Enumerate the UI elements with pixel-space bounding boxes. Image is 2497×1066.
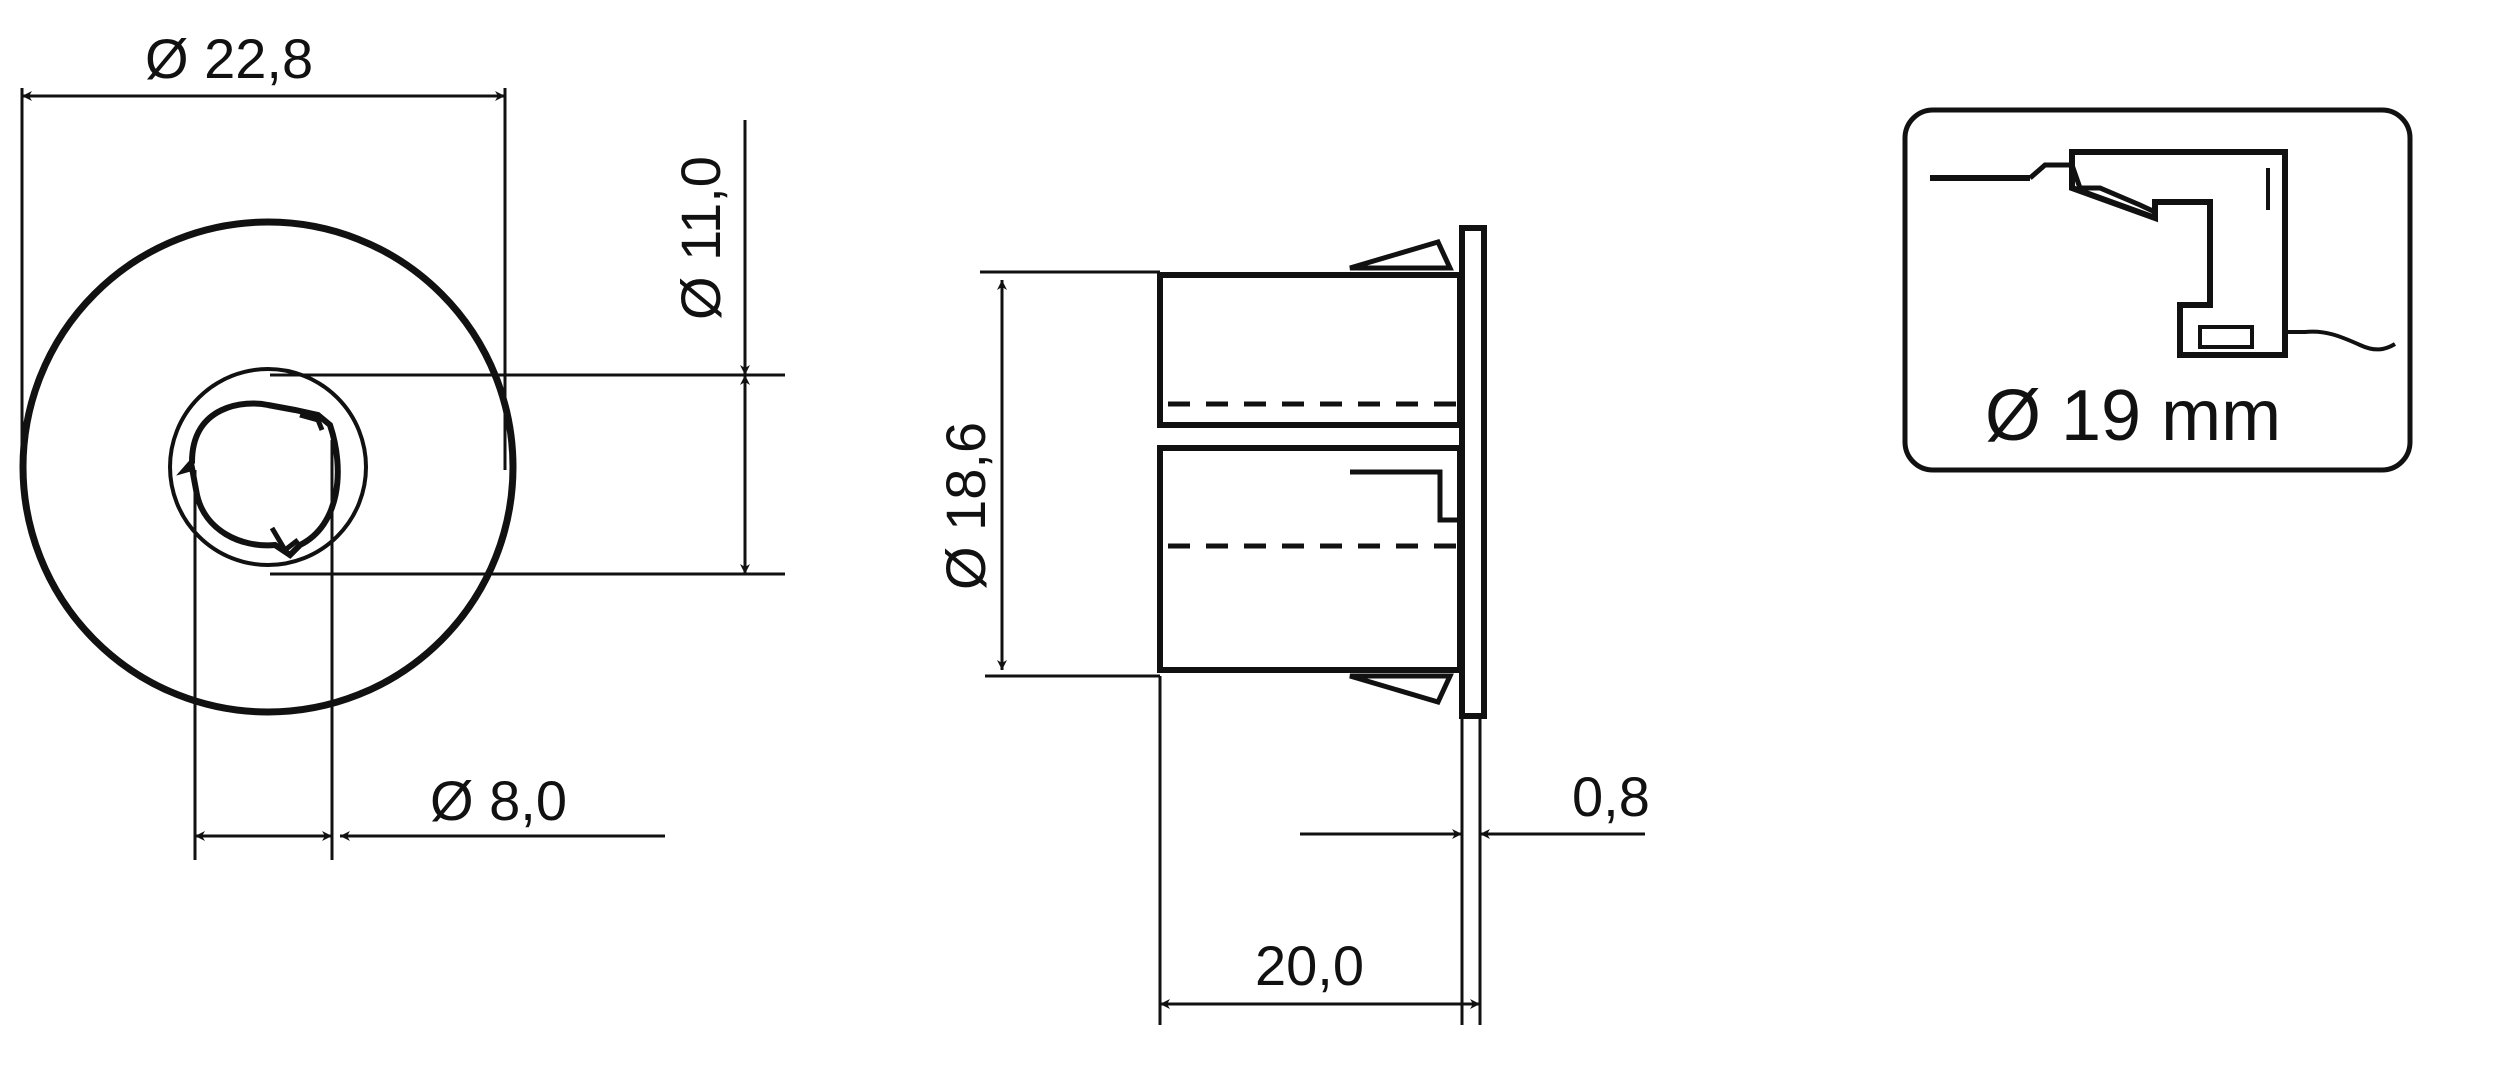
lead-wire (2285, 329, 2397, 352)
inner-step (1350, 469, 1460, 523)
retaining-tab-bottom (1349, 673, 1454, 706)
label-outer-diameter: Ø 22,8 (145, 27, 313, 90)
label-flange-thickness: 0,8 (1572, 765, 1650, 828)
housing-outline (2069, 149, 2288, 358)
retaining-tab-top (1349, 238, 1454, 271)
label-length: 20,0 (1255, 934, 1364, 997)
bore-outline (176, 400, 341, 559)
bore-notch-bottom (269, 526, 300, 554)
inner-collar-circle (168, 367, 368, 567)
label-body-diameter: Ø 18,6 (934, 422, 997, 590)
bore-notch-top (299, 412, 325, 431)
label-hole-diameter: Ø 19 mm (1985, 376, 2281, 456)
housing-slot (2198, 325, 2254, 349)
inset-frame (1902, 107, 2413, 473)
label-bore-diameter: Ø 8,0 (430, 769, 567, 832)
outer-flange-circle (19, 218, 517, 716)
installation-inset (1902, 107, 2413, 473)
side-view (980, 225, 1645, 1025)
body-lower (1157, 445, 1463, 673)
cable-connector (2028, 162, 2157, 215)
label-inner-flange-diameter: Ø 11,0 (669, 156, 732, 320)
flange (1459, 225, 1487, 719)
front-view (19, 88, 785, 860)
